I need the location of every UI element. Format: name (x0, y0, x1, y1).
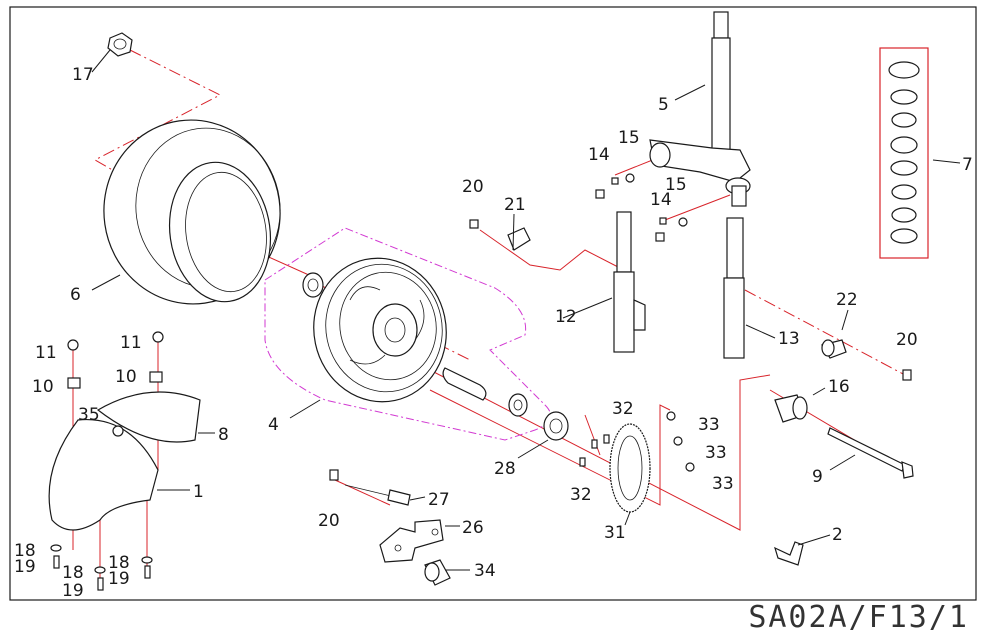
pin-27 (344, 484, 411, 506)
callout-7: 7 (962, 155, 973, 175)
callout-15a: 15 (618, 128, 640, 148)
callout-13: 13 (778, 329, 800, 349)
collar-16 (774, 394, 808, 423)
callout-32a: 32 (612, 399, 634, 419)
bush-34 (424, 559, 451, 586)
front-fender-1 (48, 418, 159, 531)
washer-28 (543, 411, 569, 441)
bracket-22 (821, 339, 847, 359)
callout-18c: 18 (108, 553, 130, 573)
callout-19a: 19 (14, 557, 36, 577)
fitting-2 (774, 541, 804, 566)
small-bolts (329, 173, 912, 481)
callout-2: 2 (832, 525, 843, 545)
callout-31: 31 (604, 523, 626, 543)
callout-4: 4 (268, 415, 279, 435)
bolts-32-33 (579, 411, 695, 472)
callout-1: 1 (193, 482, 204, 502)
bearing-kit-box (879, 47, 929, 259)
callout-27: 27 (428, 490, 450, 510)
callout-labels: 17 6 4 5 7 8 1 9 11 11 10 10 35 18 19 18… (14, 65, 973, 601)
spacer-tube (442, 367, 528, 417)
callout-5: 5 (658, 95, 669, 115)
callout-22: 22 (836, 290, 858, 310)
drawing-id: SA02A/F13/1 (748, 600, 969, 635)
callout-20a: 20 (462, 177, 484, 197)
callout-34: 34 (474, 561, 496, 581)
nut-17 (107, 32, 133, 57)
tire-6 (103, 119, 281, 305)
callout-33a: 33 (698, 415, 720, 435)
callout-16: 16 (828, 377, 850, 397)
callout-32b: 32 (570, 485, 592, 505)
callout-17: 17 (72, 65, 94, 85)
callout-11b: 11 (120, 333, 142, 353)
callout-6: 6 (70, 285, 81, 305)
plate-26 (379, 519, 444, 563)
axle-9 (827, 427, 914, 479)
callout-10b: 10 (115, 367, 137, 387)
fender-cover-8 (96, 391, 201, 443)
steering-stem-5 (649, 11, 751, 207)
callout-26: 26 (462, 518, 484, 538)
callout-15b: 15 (665, 175, 687, 195)
callout-28: 28 (494, 459, 516, 479)
fender-fasteners (50, 331, 164, 591)
callout-14b: 14 (650, 190, 672, 210)
bracket-21 (507, 227, 531, 251)
bearing (302, 272, 324, 298)
callout-12: 12 (555, 307, 577, 327)
callout-18a: 18 (14, 541, 36, 561)
callout-10a: 10 (32, 377, 54, 397)
fork-leg-12 (613, 211, 646, 353)
callout-20b: 20 (896, 330, 918, 350)
drawing-border (9, 6, 977, 601)
callout-19c: 19 (108, 569, 130, 589)
wheel-rim-4 (313, 257, 447, 403)
callout-20c: 20 (318, 511, 340, 531)
leader-lines (91, 49, 961, 571)
fork-leg-13 (723, 217, 745, 359)
callout-18b: 18 (62, 563, 84, 583)
callout-11a: 11 (35, 343, 57, 363)
callout-9: 9 (812, 467, 823, 487)
callout-8: 8 (218, 425, 229, 445)
callout-14a: 14 (588, 145, 610, 165)
callout-19b: 19 (62, 581, 84, 601)
callout-33c: 33 (712, 474, 734, 494)
callout-35: 35 (78, 405, 100, 425)
bearing-kit-7 (888, 61, 920, 244)
tone-ring-31 (609, 423, 651, 513)
callout-33b: 33 (705, 443, 727, 463)
callout-21: 21 (504, 195, 526, 215)
